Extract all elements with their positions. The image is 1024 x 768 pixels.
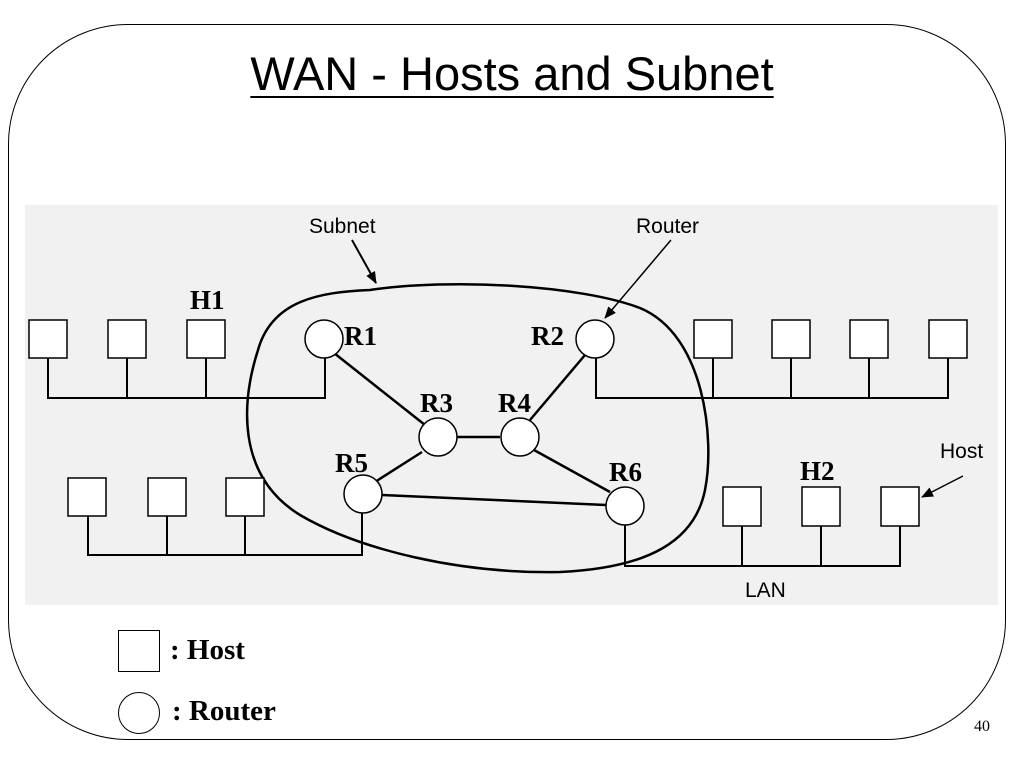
router-label-r2: R2 <box>531 321 564 351</box>
host-box <box>67 477 107 517</box>
router-label-r1: R1 <box>344 321 377 351</box>
link-r4-r2 <box>529 354 586 421</box>
link-r3-r5 <box>374 450 423 484</box>
host-box <box>693 319 733 359</box>
host-box <box>928 319 968 359</box>
page-number: 40 <box>974 718 990 735</box>
host-label-h1: H1 <box>190 285 225 315</box>
router-r2 <box>575 319 615 359</box>
host-label-h2: H2 <box>800 456 835 486</box>
lan-left-top-bus <box>47 358 326 399</box>
host-box <box>107 319 147 359</box>
legend-router-label: : Router <box>172 695 276 727</box>
link-r5-r6 <box>381 493 607 507</box>
host-box <box>849 319 889 359</box>
lan-label: LAN <box>745 579 786 602</box>
router-r3 <box>418 417 458 457</box>
router-r6 <box>605 486 645 526</box>
host-box <box>771 319 811 359</box>
router-callout-label: Router <box>636 215 699 238</box>
slide-frame <box>8 24 1006 740</box>
router-label-r4: R4 <box>498 388 531 418</box>
subnet-callout-label: Subnet <box>309 215 376 238</box>
host-box <box>225 477 265 517</box>
router-label-r3: R3 <box>420 388 453 418</box>
routers <box>304 319 645 526</box>
host-callout-arrow <box>921 475 964 498</box>
lan-left-bottom-bus <box>87 512 363 556</box>
router-r5 <box>343 474 383 514</box>
link-r1-r3 <box>333 352 426 426</box>
lan-wiring <box>47 358 949 567</box>
legend-host-icon <box>118 630 160 672</box>
router-callout-arrow <box>604 239 672 319</box>
subnet-callout-arrow <box>351 239 377 284</box>
router-label-r5: R5 <box>335 448 368 478</box>
diagram-background <box>25 205 998 605</box>
host-box <box>28 319 68 359</box>
slide-title: WAN - Hosts and Subnet <box>250 47 774 100</box>
legend-router-icon <box>118 692 160 734</box>
host-box <box>880 486 920 527</box>
router-r4 <box>500 417 540 457</box>
link-r4-r6 <box>533 448 611 494</box>
host-callout-label: Host <box>940 440 983 463</box>
hosts <box>28 319 968 527</box>
lan-right-top-bus <box>595 358 949 399</box>
host-box <box>147 477 187 517</box>
router-r1 <box>304 319 344 359</box>
router-links <box>333 352 611 507</box>
subnet-boundary <box>245 283 710 574</box>
host-box-h2 <box>801 486 841 527</box>
router-label-r6: R6 <box>609 457 642 487</box>
host-box <box>722 486 762 527</box>
lan-right-bottom-bus <box>624 525 901 567</box>
legend-host-label: : Host <box>170 634 245 666</box>
host-box-h1 <box>186 319 226 359</box>
